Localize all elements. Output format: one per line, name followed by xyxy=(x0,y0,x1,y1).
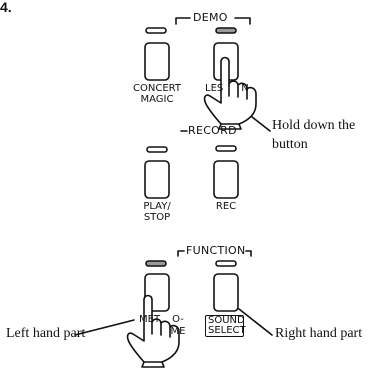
rec-button xyxy=(213,160,239,199)
concert-magic-label: CONCERT MAGIC xyxy=(133,83,181,105)
group-label-record: RECORD xyxy=(188,124,237,137)
demo-bracket-right xyxy=(234,17,251,25)
hand-icon-hold xyxy=(203,56,257,130)
led-sound-select xyxy=(215,260,237,267)
led-metronome xyxy=(145,260,167,267)
metronome-label-bottom-end: ME xyxy=(170,326,186,337)
sound-select-label: SOUND SELECT xyxy=(205,315,246,337)
hold-down-caption-line1: Hold down the xyxy=(272,118,356,133)
group-label-demo: DEMO xyxy=(193,11,228,24)
function-bracket-right xyxy=(245,250,252,257)
left-hand-caption: Left hand part xyxy=(6,326,86,341)
function-bracket-left xyxy=(177,250,185,257)
hand-icon-left-hand xyxy=(126,294,180,368)
sound-select-button xyxy=(213,273,239,312)
led-rec xyxy=(215,145,237,152)
leader-left-hand xyxy=(74,319,135,336)
rec-label: REC xyxy=(215,201,237,212)
metronome-label-top-end: O- xyxy=(172,314,184,325)
demo-bracket-left xyxy=(175,17,191,25)
right-hand-caption: Right hand part xyxy=(275,326,363,341)
play-stop-label: PLAY/ STOP xyxy=(143,201,171,223)
group-label-function: FUNCTION xyxy=(186,244,246,257)
play-stop-button xyxy=(144,160,170,199)
lesson-label-start: LES xyxy=(205,83,224,94)
metronome-label-top: MET xyxy=(139,314,161,325)
hold-down-caption-line2: button xyxy=(272,137,308,152)
concert-magic-button xyxy=(144,42,170,81)
led-lesson xyxy=(215,27,237,34)
step-number: 4. xyxy=(0,0,12,15)
led-concert-magic xyxy=(145,27,167,34)
led-play-stop xyxy=(146,146,168,153)
lesson-label-end: N xyxy=(241,83,249,94)
leader-right-hand xyxy=(238,308,273,336)
